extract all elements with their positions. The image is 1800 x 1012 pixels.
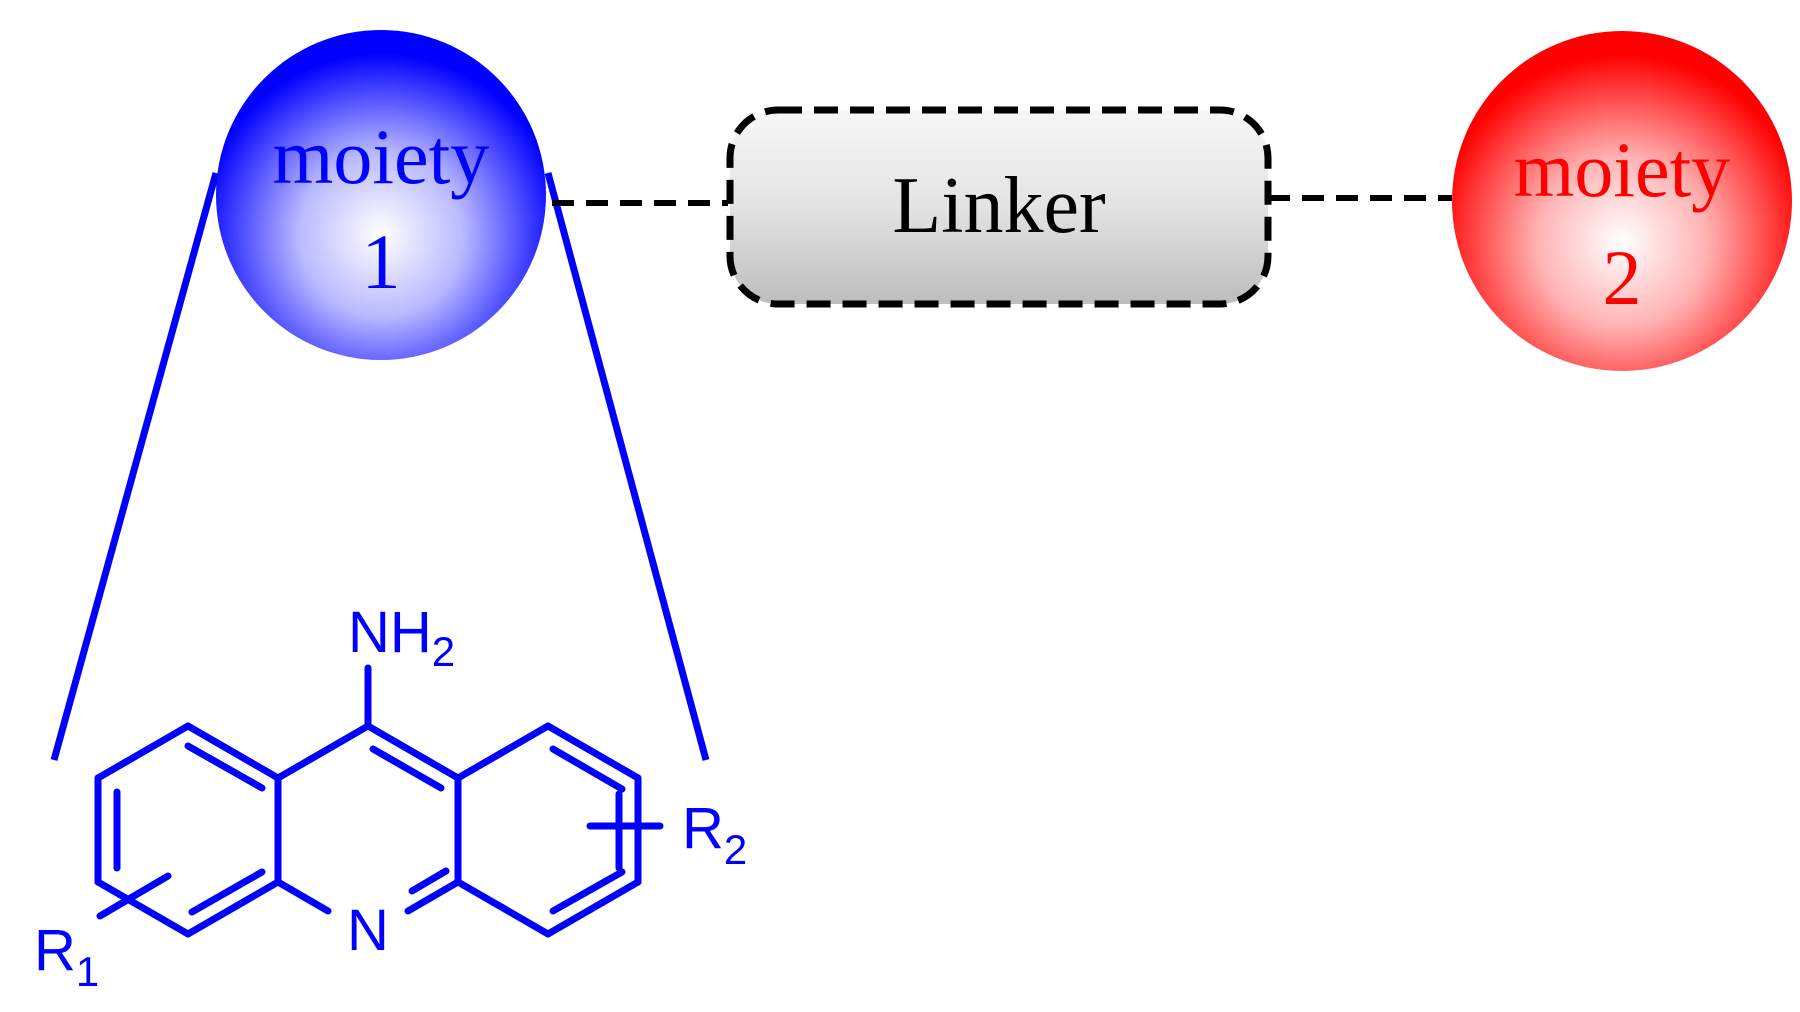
zoom-line-right — [544, 172, 710, 761]
amine-label: NH2 — [348, 600, 455, 675]
moiety-2-number: 2 — [1603, 234, 1642, 321]
r2-subscript: 2 — [724, 826, 747, 873]
linker-box: Linker — [726, 106, 1272, 308]
moiety-2-sphere: moiety 2 — [1452, 31, 1792, 371]
moiety-1-sphere: moiety 1 — [216, 30, 546, 360]
amine-subscript: 2 — [432, 628, 455, 675]
moiety-1-number: 1 — [362, 218, 401, 305]
ring-nitrogen-label: N — [347, 898, 389, 963]
moiety-2-label: moiety — [1514, 126, 1731, 213]
r2-text: R — [682, 796, 724, 861]
r1-text: R — [34, 918, 76, 983]
zoom-line-left — [50, 172, 220, 761]
r1-subscript: 1 — [76, 948, 99, 995]
r2-label: R2 — [682, 796, 747, 873]
r1-label: R1 — [34, 918, 99, 995]
linker-label: Linker — [892, 162, 1105, 250]
aminoacridine-structure — [94, 664, 664, 938]
moiety-1-label: moiety — [273, 113, 490, 200]
amine-text: NH — [348, 600, 432, 665]
